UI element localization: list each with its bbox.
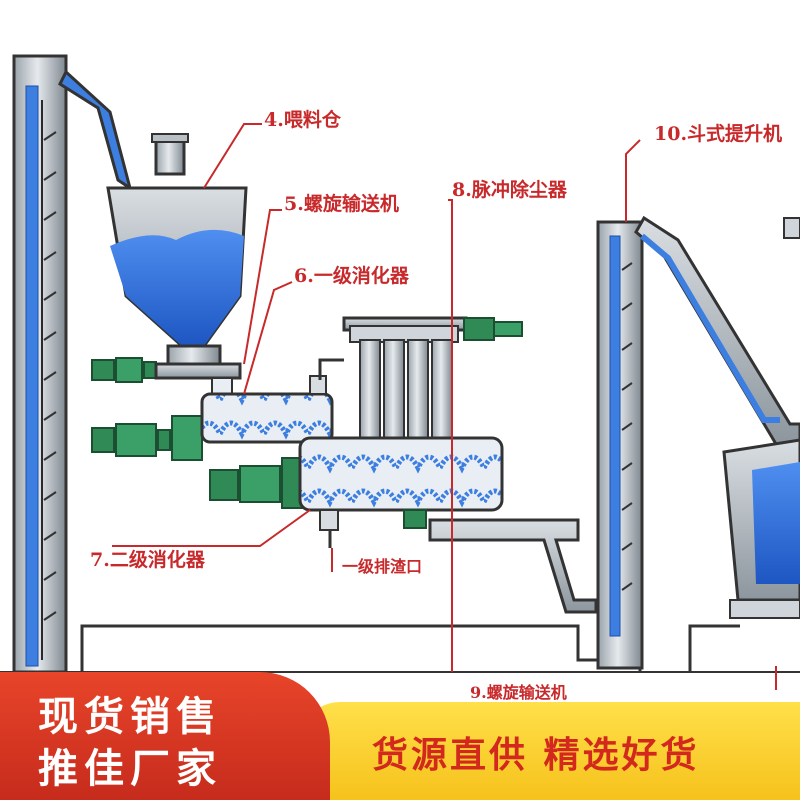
- promo-line-2: 推佳厂家: [38, 746, 222, 792]
- promo-slogan-panel: 货源直供 精选好货: [300, 702, 800, 800]
- promo-banner: 货源直供 精选好货 现货销售 推佳厂家: [0, 672, 800, 800]
- label-bottom-conveyor: 9.螺旋输送机: [470, 683, 567, 702]
- screw-conveyor: [91, 375, 334, 461]
- right-machine: [722, 217, 800, 619]
- label-pulse-dust-collector: 8.脉冲除尘器: [452, 178, 568, 201]
- pulse-dust-collector: [318, 316, 523, 441]
- right-bucket-elevator: [596, 215, 800, 670]
- callout-leaders: [112, 123, 777, 690]
- promo-tag-panel: 现货销售 推佳厂家: [0, 672, 330, 800]
- label-bucket-elevator: 10.斗式提升机: [654, 122, 782, 145]
- silo-feeder: [91, 357, 242, 397]
- output-chute: [428, 518, 598, 614]
- label-first-stage-digester: 6.一级消化器: [294, 264, 410, 287]
- label-screw-conveyor: 5.螺旋输送机: [284, 192, 399, 215]
- left-bucket-elevator: [12, 54, 133, 674]
- floor-outline: [0, 624, 800, 673]
- promo-line-1: 现货销售: [38, 694, 222, 740]
- feed-silo: [106, 133, 248, 366]
- label-second-stage-digester: 7.二级消化器: [90, 548, 206, 571]
- promo-slogan: 货源直供 精选好货: [372, 735, 700, 776]
- label-feed-silo: 4.喂料仓: [264, 108, 342, 131]
- label-discharge-port: 一级排渣口: [342, 557, 422, 576]
